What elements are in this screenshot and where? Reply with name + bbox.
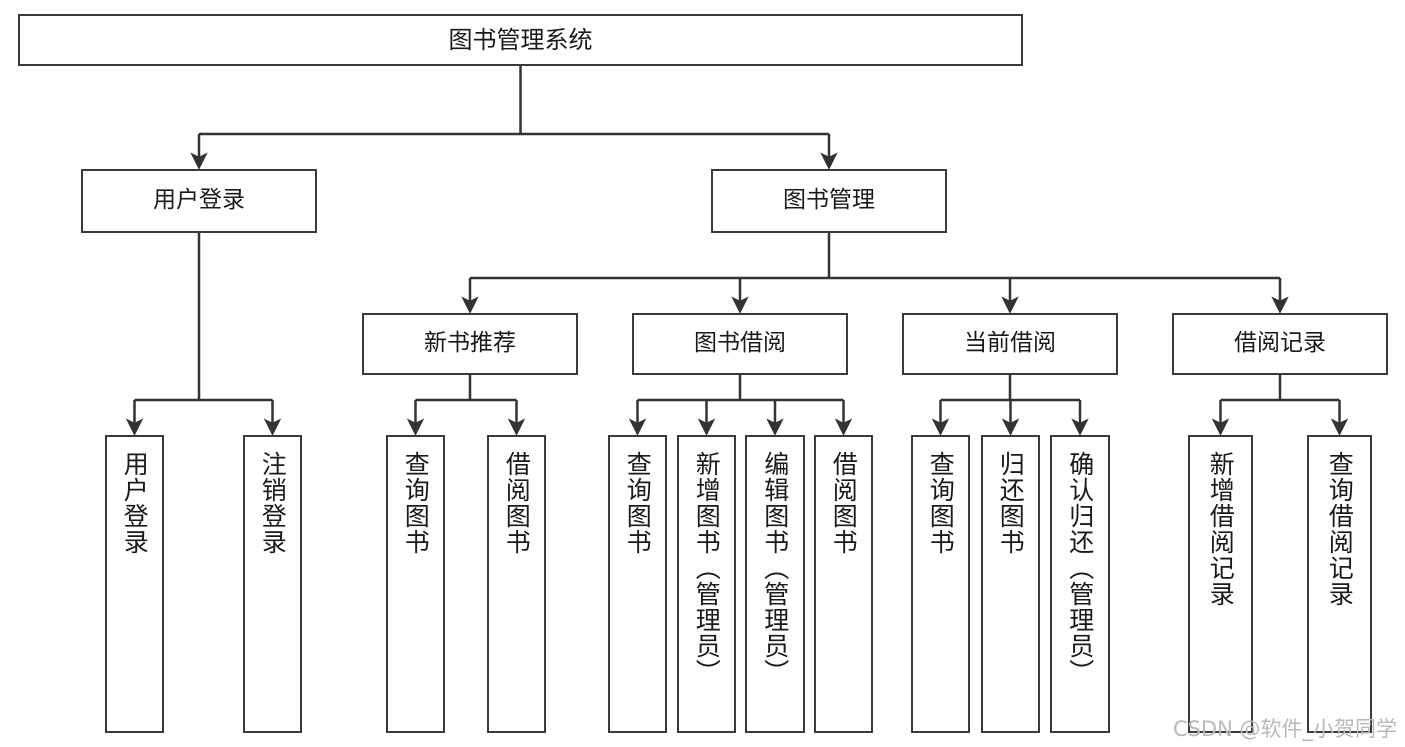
node-label: 注销登录: [258, 451, 288, 555]
node-label: 新书推荐: [424, 330, 516, 357]
node-root[interactable]: 图书管理系统: [18, 14, 1023, 66]
node-leaf-user-logout[interactable]: 注销登录: [243, 435, 302, 733]
watermark-text: CSDN @软件_小贺同学: [1172, 717, 1397, 741]
node-leaf-bb-query[interactable]: 查询图书: [608, 435, 667, 733]
node-leaf-bb-add[interactable]: 新增图书（管理员）: [677, 435, 736, 733]
node-label: 用户登录: [153, 187, 245, 214]
node-label: 查询图书: [926, 451, 956, 555]
node-leaf-br-query[interactable]: 查询借阅记录: [1307, 435, 1372, 733]
node-leaf-cb-query[interactable]: 查询图书: [911, 435, 970, 733]
node-leaf-bb-edit[interactable]: 编辑图书（管理员）: [745, 435, 805, 733]
node-cur-borrow[interactable]: 当前借阅: [902, 313, 1118, 375]
node-book-manage[interactable]: 图书管理: [711, 169, 947, 233]
node-label: 借阅图书: [502, 451, 532, 555]
node-leaf-cb-confirm[interactable]: 确认归还（管理员）: [1050, 435, 1110, 733]
edge-paths: [125, 66, 1349, 436]
node-label: 查询图书: [401, 451, 431, 555]
node-user-login[interactable]: 用户登录: [81, 169, 317, 233]
node-label: 用户登录: [120, 451, 150, 555]
node-leaf-rec-borrow[interactable]: 借阅图书: [487, 435, 546, 733]
node-borrow-rec[interactable]: 借阅记录: [1172, 313, 1388, 375]
node-label: 归还图书: [996, 451, 1026, 555]
node-label: 图书管理: [783, 187, 875, 214]
node-label: 查询借阅记录: [1325, 451, 1355, 607]
node-leaf-rec-query[interactable]: 查询图书: [386, 435, 445, 733]
node-label: 编辑图书（管理员）: [760, 451, 790, 685]
node-label: 新增借阅记录: [1206, 451, 1236, 607]
node-label: 图书借阅: [694, 330, 786, 357]
node-label: 当前借阅: [964, 330, 1056, 357]
node-label: 借阅记录: [1234, 330, 1326, 357]
node-label: 图书管理系统: [448, 25, 593, 54]
node-label: 新增图书（管理员）: [692, 451, 722, 685]
node-leaf-br-add[interactable]: 新增借阅记录: [1188, 435, 1253, 733]
node-leaf-cb-return[interactable]: 归还图书: [981, 435, 1040, 733]
node-new-book-rec[interactable]: 新书推荐: [362, 313, 578, 375]
node-book-borrow[interactable]: 图书借阅: [632, 313, 848, 375]
node-label: 借阅图书: [829, 451, 859, 555]
node-label: 确认归还（管理员）: [1065, 451, 1095, 685]
node-leaf-bb-borrow[interactable]: 借阅图书: [814, 435, 873, 733]
node-leaf-user-login[interactable]: 用户登录: [105, 435, 164, 733]
node-label: 查询图书: [623, 451, 653, 555]
